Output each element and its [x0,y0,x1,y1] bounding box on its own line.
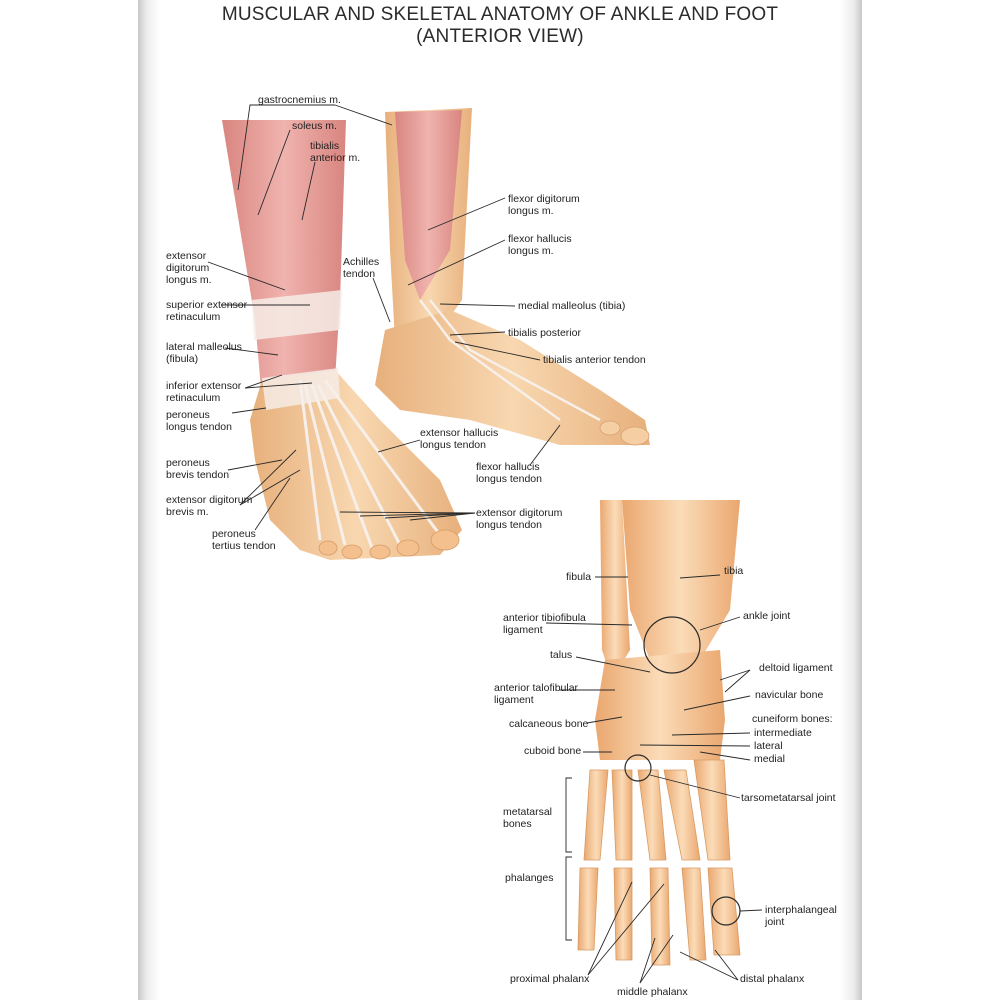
label-medial: medial [754,753,785,765]
label-distal-phalanx: distal phalanx [740,973,805,985]
page-subtitle: (ANTERIOR VIEW) [416,26,584,47]
label-navicular-bone: navicular bone [755,689,824,701]
tibia-shape [622,500,740,660]
metatarsal-bracket [565,777,572,853]
label-soleus: soleus m. [292,120,337,132]
label-deltoid-ligament: deltoid ligament [759,662,833,674]
label-flexor-hallucis-longus-m: flexor hallucis longus m. [508,233,572,257]
label-phalanges: phalanges [505,872,554,884]
label-ankle-joint: ankle joint [743,610,791,622]
medial-toes [599,420,650,446]
outer-margin-left [0,0,138,1000]
fibula-shape [600,500,630,680]
medial-view-foot [375,108,650,446]
skeletal-foot [565,500,741,966]
label-achilles-tendon: Achilles tendon [343,256,380,280]
label-interphalangeal-joint: interphalangeal joint [765,904,837,928]
label-medial-malleolus: medial malleolus (tibia) [518,300,626,312]
medial-tendons [419,299,601,422]
toe-phalanges [577,867,741,966]
metatarsals [583,759,731,861]
retinaculum-band [252,290,342,340]
label-tarsometatarsal-joint: tarsometatarsal joint [741,792,836,804]
label-tibialis-posterior: tibialis posterior [508,327,581,339]
page-title: MUSCULAR AND SKELETAL ANATOMY OF ANKLE A… [221,4,779,25]
medial-calf-muscle [395,110,462,300]
label-metatarsal-bones: metatarsal bones [503,806,553,830]
anterior-toes [318,529,460,560]
anterior-muscle-foot [222,120,462,560]
label-calcaneous-bone: calcaneous bone [509,718,589,730]
label-flexor-digitorum-longus: flexor digitorum longus m. [508,193,580,217]
label-gastrocnemius: gastrocnemius m. [258,94,341,106]
phalanges-bracket [565,856,572,941]
label-superior-extensor-retinaculum: superior extensor retinaculum [166,299,248,323]
label-tibialis-anterior-tendon: tibialis anterior tendon [543,354,646,366]
label-extensor-digitorum-longus-m: extensor digitorum longus m. [166,250,212,286]
label-proximal-phalanx: proximal phalanx [510,973,590,985]
label-inferior-extensor-retinaculum: inferior extensor retinaculum [166,380,242,404]
poster-edge-shadow-left [138,0,160,1000]
tarsus-shape [595,650,725,760]
label-fibula: fibula [566,571,592,583]
poster-edge-shadow-right [840,0,862,1000]
label-peroneus-tertius-tendon: peroneus tertius tendon [212,528,276,552]
label-anterior-tibiofibula-ligament: anterior tibiofibula ligament [503,612,586,636]
label-talus: talus [550,649,573,661]
tarsometatarsal-circle [624,754,652,782]
ankle-joint-circle [643,616,701,674]
label-lateral-malleolus: lateral malleolus (fibula) [166,341,242,365]
label-peroneus-longus-tendon: peroneus longus tendon [166,409,232,433]
leader-lines [207,104,763,984]
label-flexor-hallucis-longus-tendon: flexor hallucis longus tendon [476,461,542,485]
label-extensor-digitorum-brevis: extensor digitorum brevis m. [166,494,253,518]
label-extensor-hallucis-longus-tendon: extensor hallucis longus tendon [420,427,499,451]
label-intermediate: intermediate [754,727,812,739]
label-extensor-digitorum-longus-tendon: extensor digitorum longus tendon [476,507,563,531]
label-cuboid-bone: cuboid bone [524,745,582,757]
label-anterior-talofibular-ligament: anterior talofibular ligament [494,682,579,706]
label-middle-phalanx: middle phalanx [617,986,688,998]
label-lateral: lateral [754,740,783,752]
extensor-tendons [298,379,442,549]
label-cuneiform-bones: cuneiform bones: [752,713,833,725]
outer-margin-right [862,0,1000,1000]
label-tibia: tibia [724,565,744,577]
label-tibialis-anterior: tibialis anterior m. [310,140,361,164]
label-peroneus-brevis-tendon: peroneus brevis tendon [166,457,230,481]
